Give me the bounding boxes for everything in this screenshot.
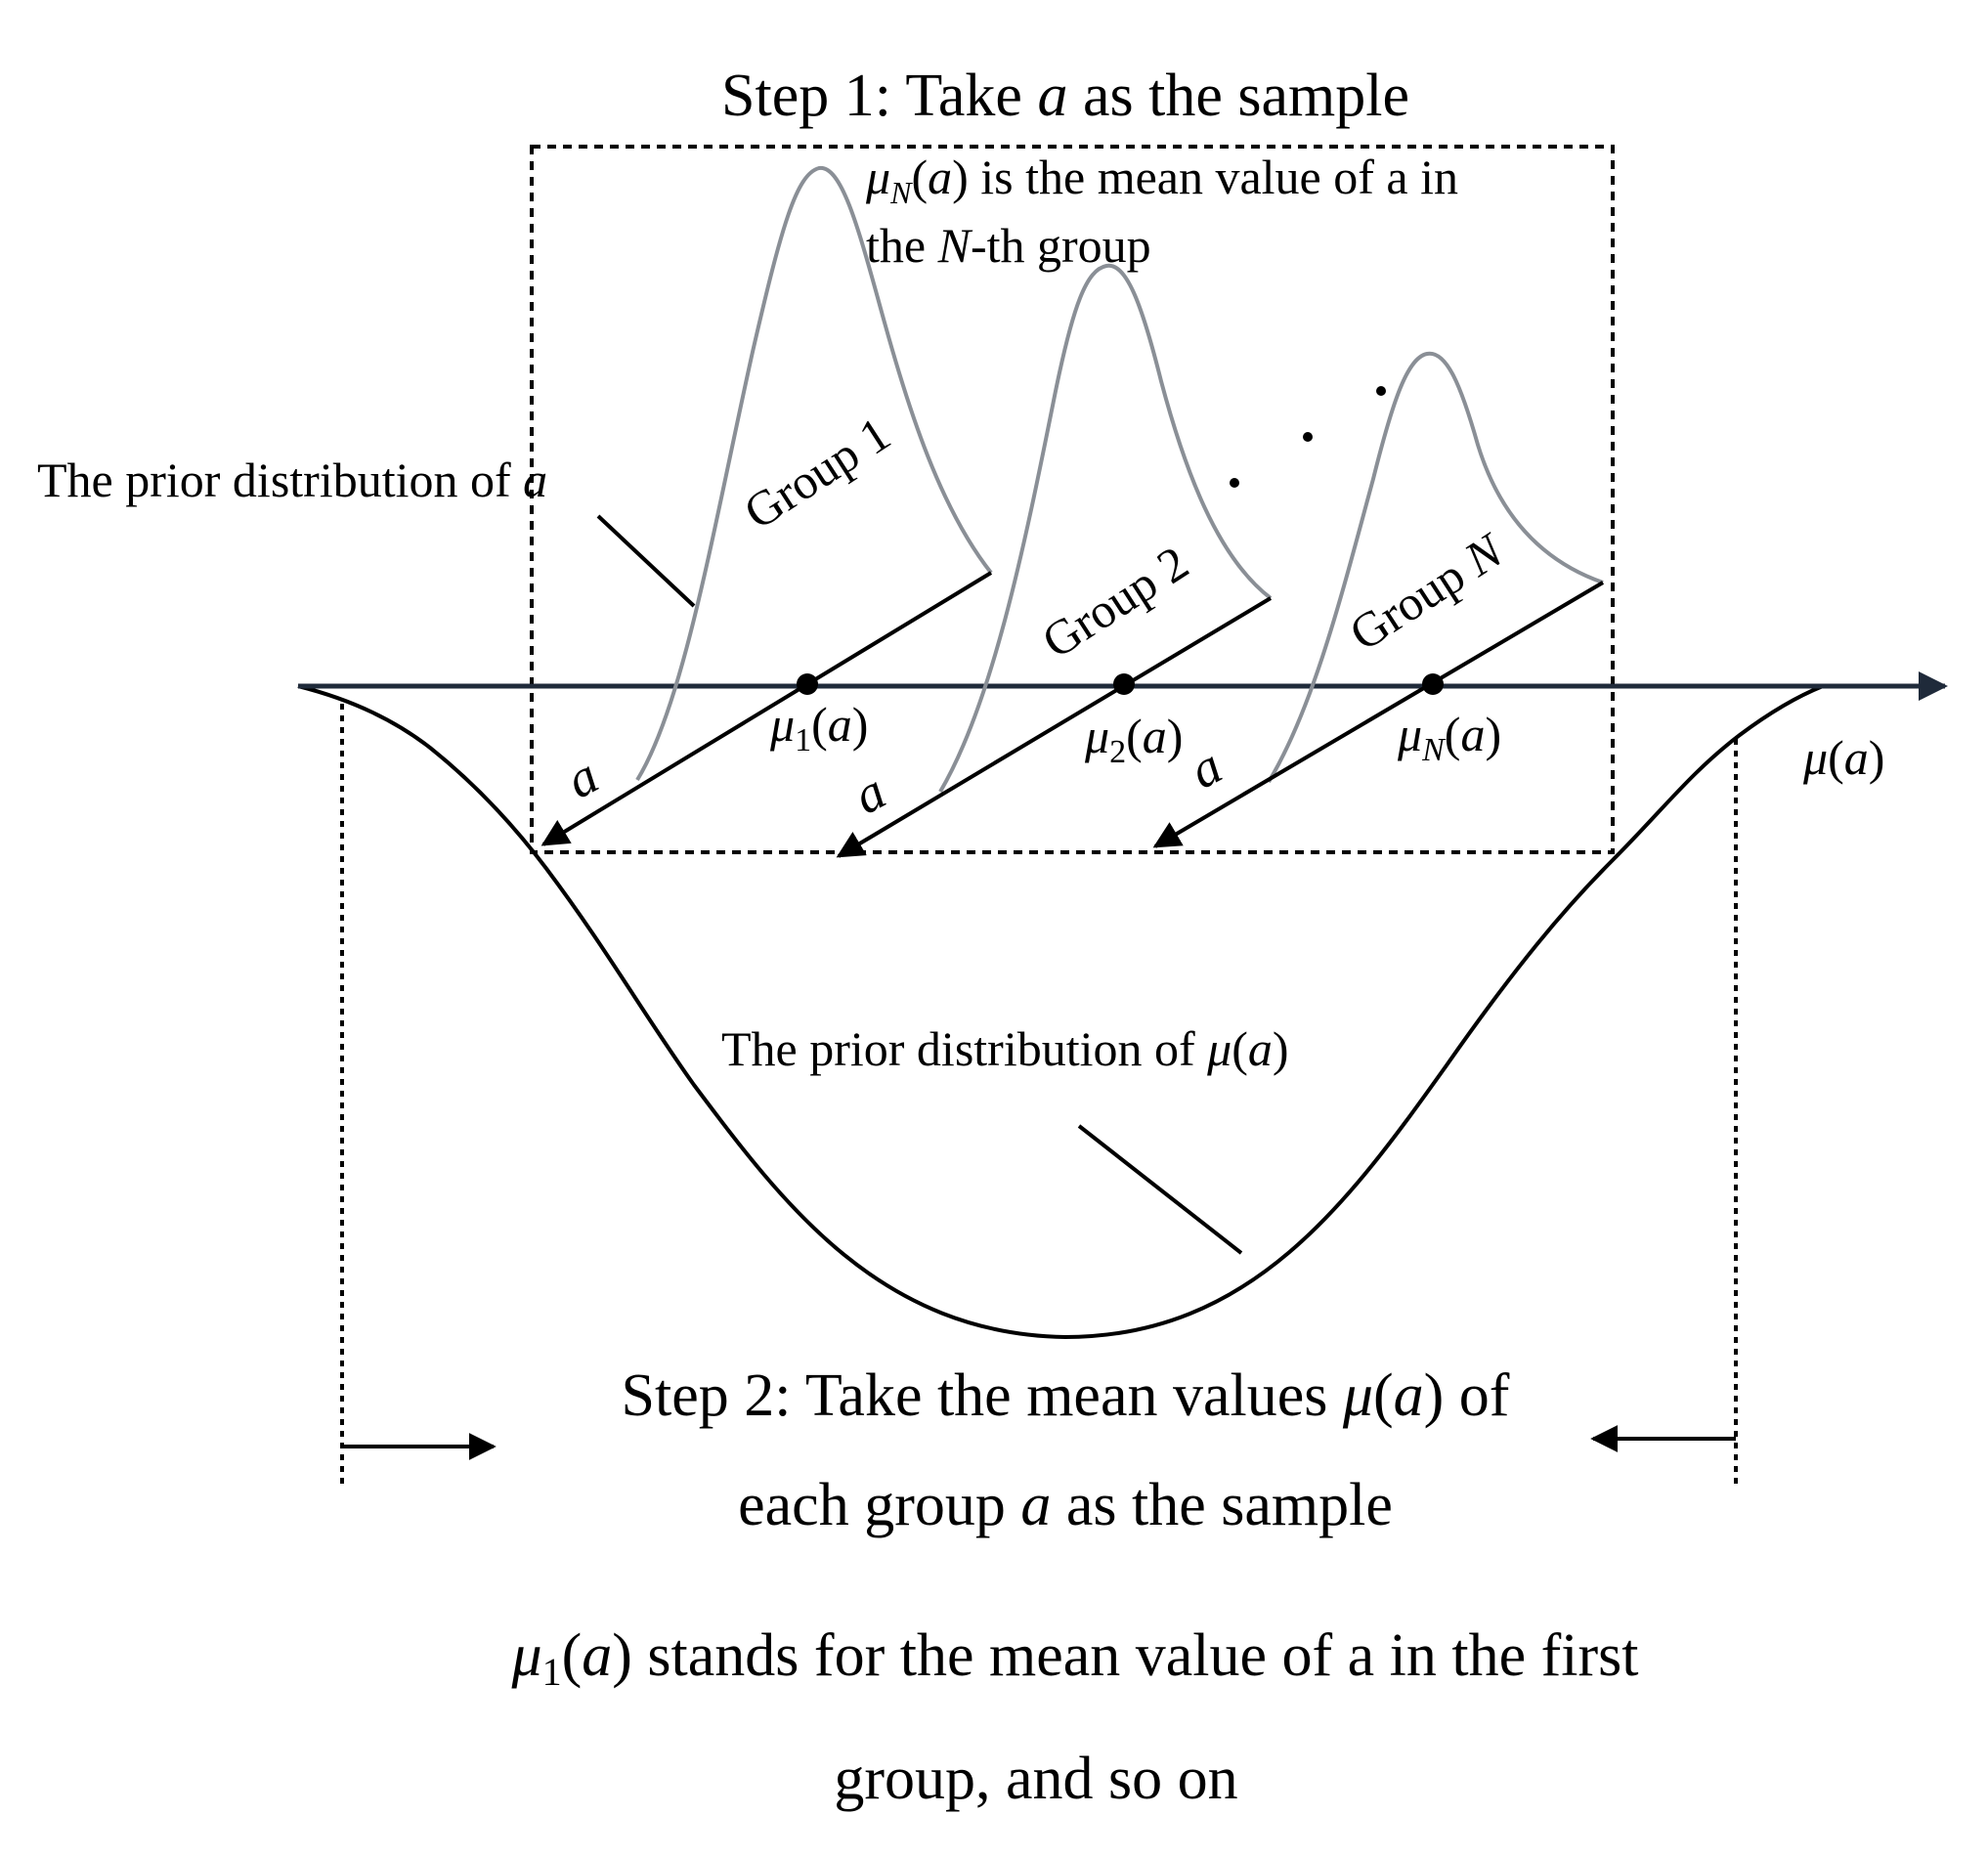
group-distribution-curve bbox=[635, 165, 993, 782]
group-label: Group 2 bbox=[1032, 535, 1197, 669]
ellipsis-dot bbox=[1230, 478, 1239, 488]
group-mean-label: μ1(a) bbox=[769, 697, 868, 758]
group-distribution-curve bbox=[938, 263, 1273, 794]
step2-line2: each group a as the sample bbox=[738, 1472, 1393, 1538]
group-mean-label: μN(a) bbox=[1397, 707, 1501, 768]
prior-a-leader-line bbox=[596, 514, 696, 608]
footnote-line2: group, and so on bbox=[834, 1746, 1237, 1812]
group-mean-label: μ2(a) bbox=[1084, 709, 1183, 770]
group-label: Group 1 bbox=[734, 406, 899, 540]
mu-axis-label: μ(a) bbox=[1802, 730, 1884, 785]
group-distribution-curve bbox=[1267, 351, 1604, 784]
group-a-axis-arrow bbox=[1152, 581, 1605, 848]
note-muN-line1: μN(a) is the mean value of a in bbox=[865, 150, 1458, 210]
group-mean-dot bbox=[1422, 673, 1444, 695]
group-mean-dot bbox=[797, 673, 818, 695]
prior-mu-curve bbox=[297, 684, 1824, 1340]
step1-dashed-box bbox=[530, 145, 1615, 854]
ellipsis-dot bbox=[1376, 386, 1386, 396]
ellipsis-dot bbox=[1303, 432, 1313, 442]
prior-mu-label: The prior distribution of μ(a) bbox=[721, 1021, 1289, 1076]
step1-title: Step 1: Take a as the sample bbox=[721, 63, 1409, 129]
prior-a-label: The prior distribution of a bbox=[37, 453, 547, 507]
group-a-axis-label: a bbox=[1180, 736, 1231, 800]
group-label: Group N bbox=[1340, 522, 1514, 662]
step2-line1: Step 2: Take the mean values μ(a) of bbox=[622, 1362, 1510, 1429]
group-a-axis-label: a bbox=[843, 761, 894, 826]
group-a-axis-arrow bbox=[836, 596, 1273, 858]
group-mean-dot bbox=[1113, 673, 1135, 695]
group-3: Group N a μN(a) bbox=[1152, 351, 1605, 848]
group-a-axis-arrow bbox=[540, 571, 993, 846]
group-a-axis-label: a bbox=[556, 746, 607, 810]
note-muN-line2: the N-th group bbox=[866, 218, 1151, 273]
footnote-line1: μ1(a) stands for the mean value of a in … bbox=[511, 1622, 1639, 1694]
prior-mu-leader-line bbox=[1077, 1124, 1243, 1255]
